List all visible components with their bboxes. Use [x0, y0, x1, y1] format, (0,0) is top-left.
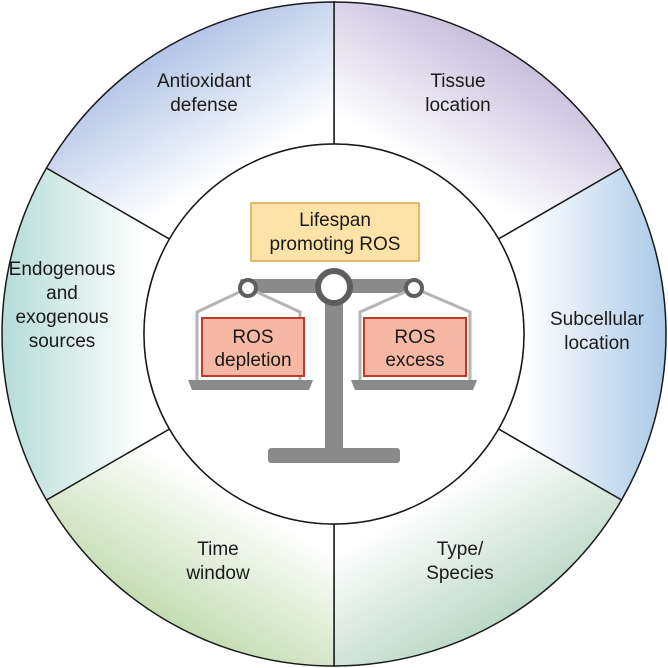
right-hanger: [358, 286, 472, 380]
ros-excess-label-line1: ROS: [394, 327, 435, 348]
ros-depletion-box: [201, 317, 305, 377]
left-pivot: [238, 278, 258, 298]
wheel-label-sources-line2: and: [46, 283, 78, 304]
wheel-label-tissue-line2: location: [425, 95, 491, 116]
wheel-label-sources-line4: sources: [29, 331, 96, 352]
balance-scale: ROS depletion ROS excess Lifespan promot…: [188, 202, 477, 463]
lifespan-promoting-ros-label-line2: promoting ROS: [270, 234, 401, 255]
right-pan-platform: [351, 380, 477, 390]
center-pivot: [315, 268, 353, 306]
left-hanger-outer: [195, 286, 249, 380]
left-pan-platform: [188, 380, 313, 390]
right-hanger-outer: [413, 286, 472, 380]
wheel-label-time-line2: window: [185, 563, 250, 584]
wheel-label-tissue-line1: Tissue: [430, 71, 485, 92]
lifespan-promoting-ros-box: [250, 202, 420, 262]
ros-excess-box: [363, 317, 467, 377]
wheel-label-subcellular-line1: Subcellular: [550, 309, 645, 330]
wheel-label-subcellular-line2: location: [564, 333, 630, 354]
wheel-label-antioxidant-line2: defense: [170, 95, 238, 116]
ros-depletion-label-line2: depletion: [214, 350, 291, 371]
scale-post: [325, 284, 343, 454]
scale-base: [268, 448, 400, 463]
lifespan-promoting-ros-label-line1: Lifespan: [299, 210, 371, 231]
wheel-label-time-line1: Time: [197, 539, 239, 560]
wheel-label-sources-line1: Endogenous: [9, 259, 116, 280]
wheel-label-type-line1: Type/: [437, 539, 484, 560]
ros-depletion-label-line1: ROS: [232, 327, 273, 348]
ros-excess-label-line2: excess: [385, 350, 444, 371]
right-hanger-inner: [358, 286, 415, 380]
wheel-label-type-line2: Species: [426, 563, 494, 584]
wheel-label-antioxidant-line1: Antioxidant: [157, 71, 252, 92]
wheel-label-sources-line3: exogenous: [16, 307, 109, 328]
right-pivot: [404, 278, 424, 298]
